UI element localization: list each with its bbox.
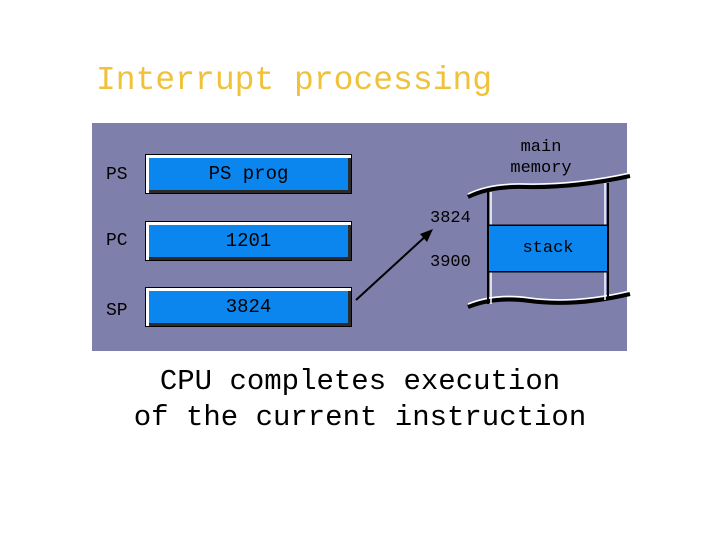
address-3900: 3900 (430, 253, 471, 272)
memory-label: main memory (505, 137, 577, 179)
caption-line-1: CPU completes execution (159, 365, 561, 398)
register-box-pc: 1201 (145, 221, 352, 261)
register-name-sp: SP (106, 301, 128, 321)
memory-label-line2: memory (510, 159, 572, 178)
caption-line-2: of the current instruction (133, 401, 587, 434)
register-box-sp: 3824 (145, 287, 352, 327)
register-box-ps: PS prog (145, 154, 352, 194)
slide-title: Interrupt processing (96, 62, 493, 99)
memory-top-edge-highlight (467, 172, 631, 195)
register-name-ps: PS (106, 165, 128, 185)
memory-top-edge (467, 174, 631, 199)
register-name-pc: PC (106, 231, 128, 251)
stack-region: stack (488, 225, 608, 272)
address-3824: 3824 (430, 209, 471, 228)
memory-label-line1: main (520, 138, 562, 157)
sp-pointer-arrow (355, 233, 429, 301)
sp-pointer-arrowhead (420, 229, 433, 242)
